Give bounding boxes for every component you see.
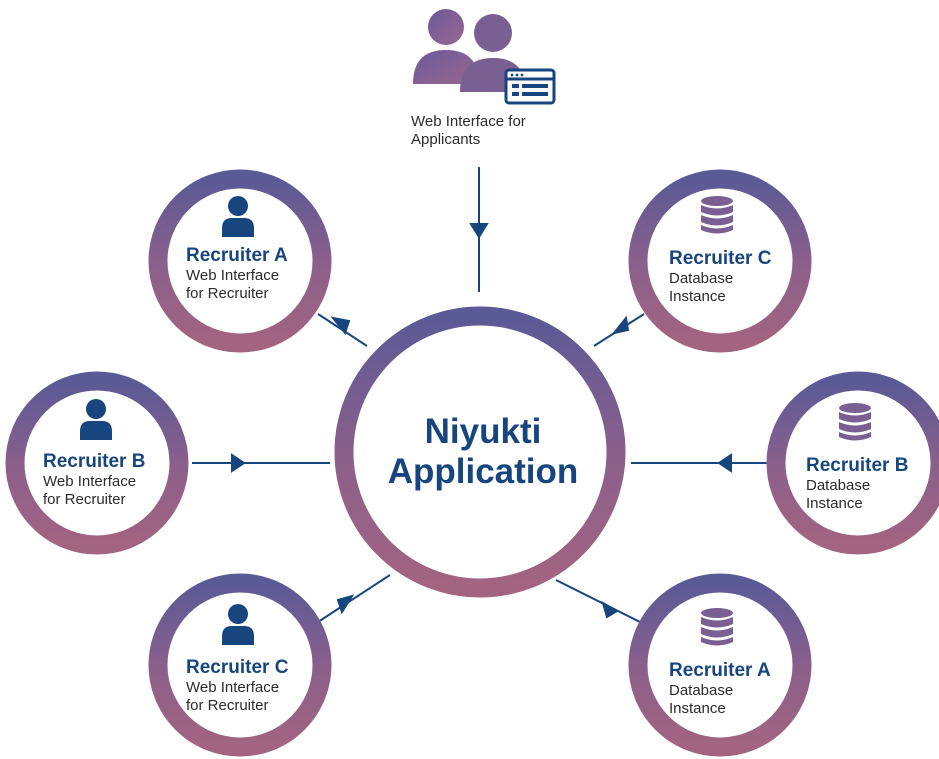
node-title: Recruiter A bbox=[186, 245, 288, 266]
node-title: Recruiter B bbox=[806, 455, 909, 476]
user-icon bbox=[222, 604, 254, 645]
node-recruiter-b-db: Recruiter B Database Instance bbox=[806, 455, 908, 513]
database-icon bbox=[839, 403, 871, 441]
node-title: Recruiter A bbox=[669, 660, 771, 681]
node-subtitle-line1: Database bbox=[669, 682, 734, 699]
center-application-label: Niyukti Application bbox=[358, 412, 608, 492]
connector-recruiter-b-web bbox=[192, 453, 330, 473]
ring-recruiter-c-web bbox=[148, 573, 332, 757]
node-subtitle-line1: Web Interface bbox=[43, 473, 137, 490]
node-recruiter-c-db: Recruiter C Database Instance bbox=[669, 248, 771, 306]
node-title: Recruiter B bbox=[43, 451, 146, 472]
connector-recruiter-c-web bbox=[317, 574, 391, 623]
node-subtitle-line2: for Recruiter bbox=[43, 491, 126, 508]
node-subtitle-line1: Database bbox=[669, 270, 734, 287]
database-icon bbox=[701, 608, 733, 646]
node-subtitle-line2: Instance bbox=[669, 288, 726, 305]
node-subtitle-line1: Web Interface bbox=[186, 267, 280, 284]
node-subtitle-line1: Web Interface bbox=[186, 679, 280, 696]
ring-recruiter-a-db bbox=[628, 573, 812, 757]
ring-recruiter-b-db bbox=[766, 371, 939, 555]
connector-recruiter-b-db bbox=[631, 453, 769, 473]
node-recruiter-a-web: Recruiter A Web Interface for Recruiter bbox=[186, 245, 288, 303]
connector-recruiter-c-db bbox=[593, 313, 645, 347]
user-icon bbox=[80, 399, 112, 440]
connector-recruiter-a-db bbox=[555, 579, 645, 625]
applicants-label: Web Interface for Applicants bbox=[411, 113, 571, 149]
database-icon bbox=[701, 196, 733, 234]
ring-recruiter-b-web bbox=[5, 371, 189, 555]
node-recruiter-a-db: Recruiter A Database Instance bbox=[669, 660, 771, 718]
node-subtitle-line2: for Recruiter bbox=[186, 285, 269, 302]
users-browser-icon bbox=[413, 9, 556, 105]
node-recruiter-c-web: Recruiter C Web Interface for Recruiter bbox=[186, 657, 288, 715]
node-title: Recruiter C bbox=[186, 657, 289, 678]
node-subtitle-line2: Instance bbox=[806, 495, 863, 512]
node-subtitle-line1: Database bbox=[806, 477, 871, 494]
center-ring bbox=[334, 306, 626, 598]
applicants-label-line2: Applicants bbox=[411, 131, 481, 148]
user-icon bbox=[222, 196, 254, 237]
connector-applicants bbox=[469, 167, 489, 292]
node-title: Recruiter C bbox=[669, 248, 772, 269]
node-subtitle-line2: Instance bbox=[669, 700, 726, 717]
node-recruiter-b-web: Recruiter B Web Interface for Recruiter bbox=[43, 451, 145, 509]
center-title-line2: Application bbox=[387, 452, 579, 491]
connector-recruiter-a-web bbox=[317, 313, 368, 347]
center-title-line1: Niyukti bbox=[424, 412, 542, 451]
applicants-label-line1: Web Interface for bbox=[411, 113, 526, 130]
node-subtitle-line2: for Recruiter bbox=[186, 697, 269, 714]
ring-recruiter-c-db bbox=[628, 169, 812, 353]
ring-recruiter-a-web bbox=[148, 169, 332, 353]
